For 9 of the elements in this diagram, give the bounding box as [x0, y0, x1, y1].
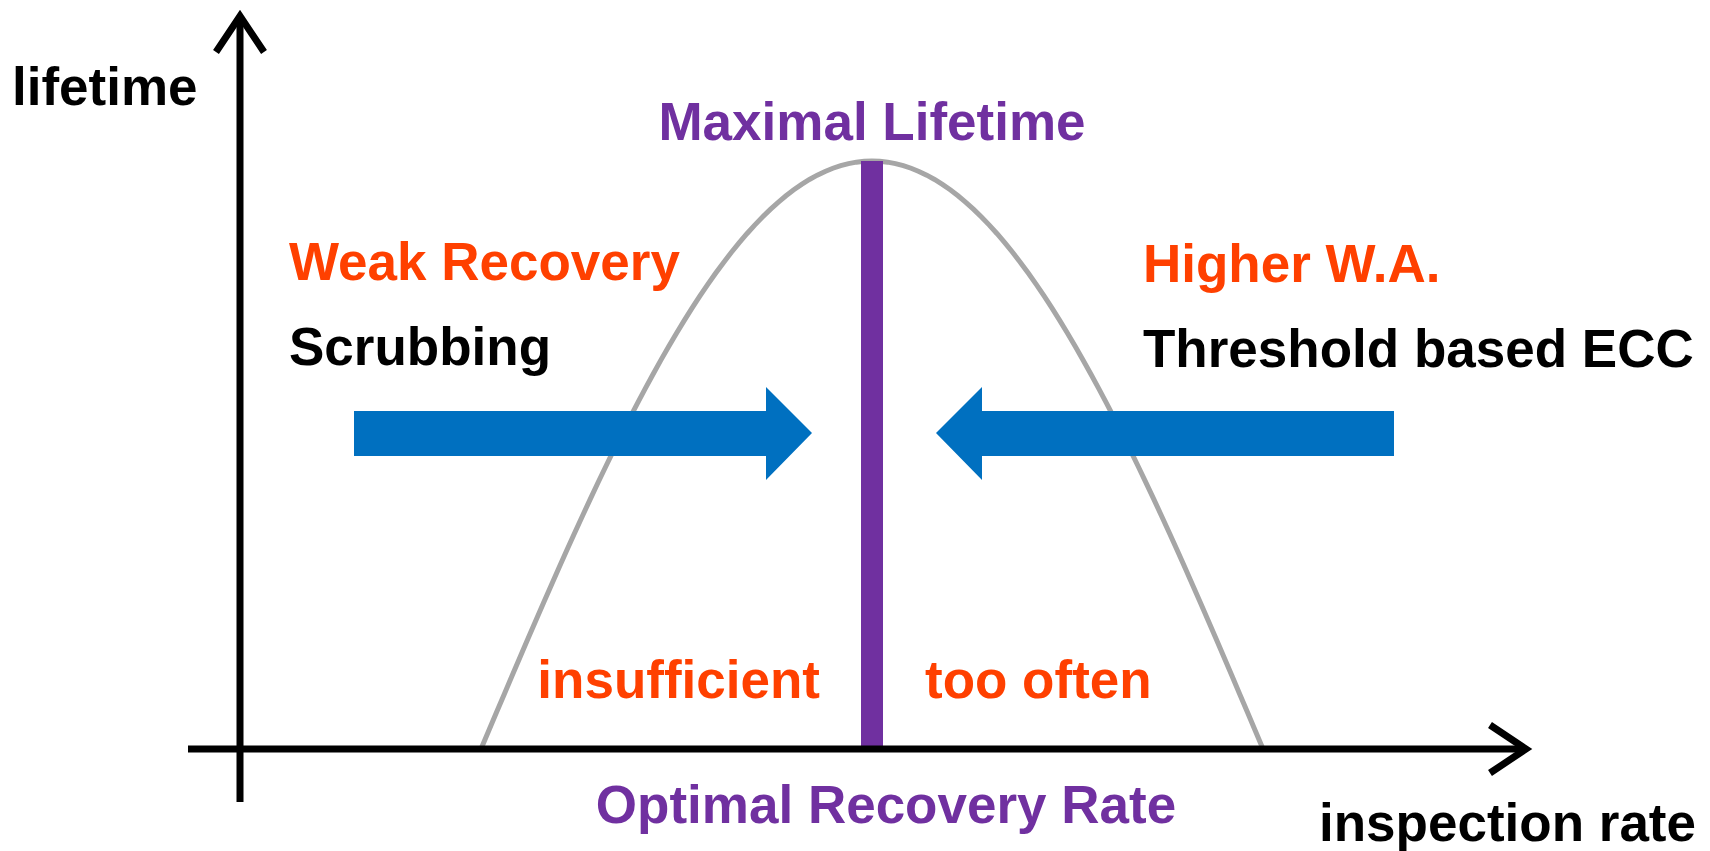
peak-label: Maximal Lifetime [658, 92, 1086, 152]
region-label: too often [925, 650, 1152, 710]
method-label: Threshold based ECC [1143, 319, 1694, 379]
region-label: Weak Recovery [289, 232, 680, 292]
region-label: insufficient [537, 650, 820, 710]
method-label: Scrubbing [289, 317, 552, 377]
region-label: Higher W.A. [1143, 234, 1441, 294]
optimum-label: Optimal Recovery Rate [595, 775, 1177, 835]
axis-title: lifetime [12, 57, 198, 117]
